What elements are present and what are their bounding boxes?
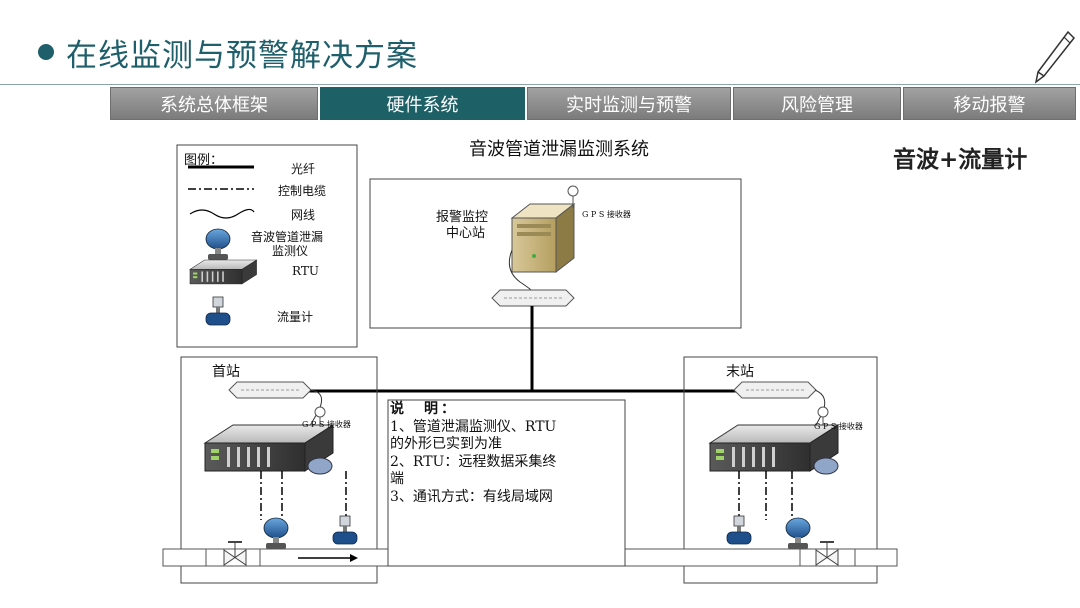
legend-network-cable-label: 网线 bbox=[291, 208, 316, 222]
control-center-label-2: 中心站 bbox=[446, 226, 486, 241]
legend-flow-meter-icon bbox=[205, 296, 231, 326]
tab-realtime-monitoring[interactable]: 实时监测与预警 bbox=[527, 87, 731, 120]
tab-mobile-alarm[interactable]: 移动报警 bbox=[903, 87, 1076, 120]
first-station-box bbox=[180, 356, 378, 584]
legend-rtu-icon bbox=[189, 259, 257, 285]
diagram-title: 音波管道泄漏监测系统 bbox=[469, 139, 649, 160]
last-station-box bbox=[683, 356, 878, 584]
notes-line-3: 2、RTU：远程数据采集终 bbox=[390, 453, 557, 470]
notes-line-2: 的外形已实到为准 bbox=[390, 436, 502, 452]
first-station-flow-meter-icon bbox=[332, 515, 358, 545]
center-switch-icon bbox=[491, 289, 575, 307]
legend-leak-monitor-icon bbox=[205, 228, 231, 261]
first-valve-icon bbox=[223, 541, 247, 566]
last-station-gps-label: G P S 接收器 bbox=[814, 422, 863, 431]
notes-line-5: 3、通讯方式：有线局域网 bbox=[390, 488, 553, 505]
tab-system-framework[interactable]: 系统总体框架 bbox=[110, 87, 318, 120]
first-station-leak-monitor-icon bbox=[263, 517, 289, 550]
title-bar: 在线监测与预警解决方案 bbox=[0, 0, 1080, 88]
legend-leak-monitor-label-1: 音波管道泄漏 bbox=[251, 230, 324, 244]
notes-line-4: 端 bbox=[390, 471, 404, 487]
notes-line-1: 1、管道泄漏监测仪、RTU bbox=[390, 418, 557, 435]
control-center-label-1: 报警监控 bbox=[436, 210, 489, 225]
solution-label: 音波+流量计 bbox=[893, 147, 1028, 173]
control-gps-label: G P S 接收器 bbox=[582, 210, 631, 219]
legend-title: 图例： bbox=[184, 153, 224, 168]
server-tower-icon bbox=[510, 202, 576, 274]
tab-hardware-system[interactable]: 硬件系统 bbox=[320, 87, 525, 120]
notes-box bbox=[387, 399, 626, 567]
legend-rtu-label: RTU bbox=[292, 264, 319, 278]
notes-title: 说 明： bbox=[390, 401, 458, 417]
section-tabs: 系统总体框架 硬件系统 实时监测与预警 风险管理 移动报警 bbox=[110, 87, 1078, 120]
legend-control-cable-label: 控制电缆 bbox=[278, 184, 327, 198]
notes-panel: 说 明： 1、管道泄漏监测仪、RTU 的外形已实到为准 2、RTU：远程数据采集… bbox=[390, 401, 622, 506]
bullet-dot-icon bbox=[38, 44, 54, 60]
last-station-label: 末站 bbox=[726, 364, 754, 380]
title-divider bbox=[0, 84, 1080, 85]
first-station-label: 首站 bbox=[212, 364, 240, 380]
legend-leak-monitor-label-2: 监测仪 bbox=[272, 244, 309, 258]
legend-network-cable-line bbox=[189, 208, 255, 219]
last-station-switch-icon bbox=[733, 381, 817, 399]
legend-fiber-label: 光纤 bbox=[291, 162, 316, 176]
page-title: 在线监测与预警解决方案 bbox=[66, 38, 418, 74]
flow-direction-arrow-icon bbox=[298, 554, 358, 562]
first-station-switch-icon bbox=[228, 381, 312, 399]
legend-box bbox=[176, 144, 358, 348]
last-station-modem-icon bbox=[813, 457, 839, 475]
pen-icon bbox=[1034, 30, 1076, 84]
first-station-gps-label: G P S 接收器 bbox=[302, 420, 351, 429]
last-station-leak-monitor-icon bbox=[785, 517, 811, 550]
control-center-box bbox=[369, 178, 742, 329]
last-valve-icon bbox=[815, 541, 839, 566]
last-station-flow-meter-icon bbox=[726, 515, 752, 545]
legend-flow-meter-label: 流量计 bbox=[277, 310, 314, 324]
first-station-modem-icon bbox=[307, 457, 333, 475]
tab-risk-management[interactable]: 风险管理 bbox=[733, 87, 901, 120]
